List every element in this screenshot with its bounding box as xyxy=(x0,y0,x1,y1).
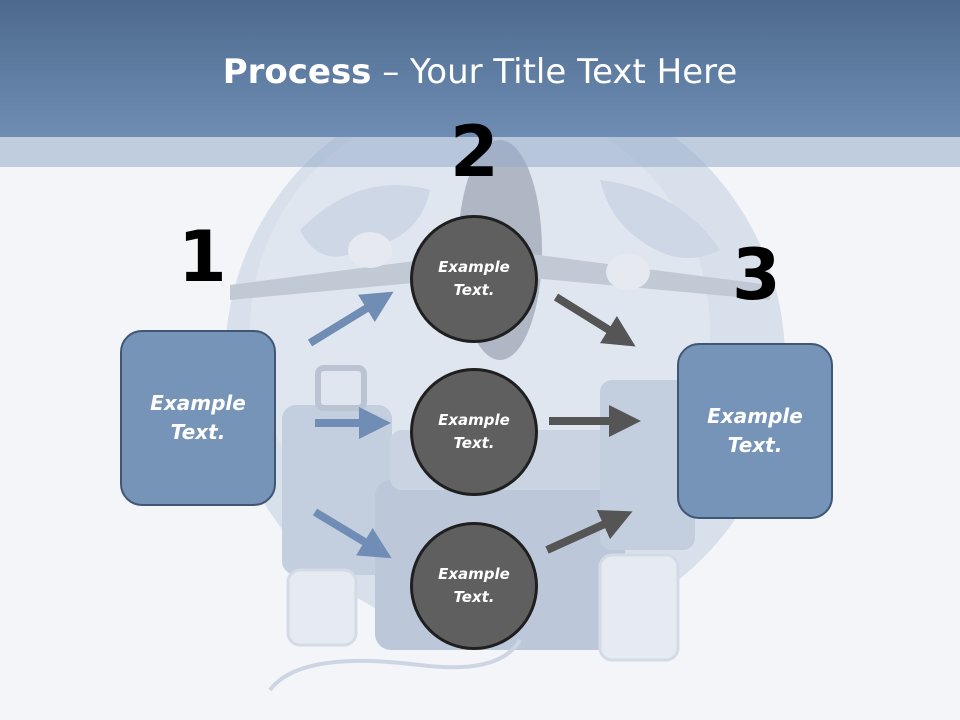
title-bar xyxy=(0,0,960,137)
step-3-box: Example Text. xyxy=(677,343,833,519)
circle-middle-line1: Example xyxy=(438,411,510,429)
circle-middle-line2: Text. xyxy=(453,434,495,452)
arrow-from-circle-bottom xyxy=(545,509,633,554)
slide-title: Process – Your Title Text Here xyxy=(0,52,960,92)
circle-middle: Example Text. xyxy=(410,368,538,496)
step-1-box: Example Text. xyxy=(120,330,276,506)
arrow-to-circle-bottom xyxy=(312,508,392,559)
step-number-1: 1 xyxy=(178,216,227,298)
title-rest: – Your Title Text Here xyxy=(371,52,738,92)
circle-top: Example Text. xyxy=(410,215,538,343)
step-number-2: 2 xyxy=(450,111,499,193)
step-number-3: 3 xyxy=(732,234,781,316)
circle-bottom-line2: Text. xyxy=(453,588,495,606)
arrow-from-circle-top xyxy=(553,293,636,347)
circle-bottom-line1: Example xyxy=(438,565,510,583)
step-3-text-line2: Text. xyxy=(727,433,783,457)
step-1-text-line2: Text. xyxy=(170,420,226,444)
title-band xyxy=(0,137,960,167)
title-bold: Process xyxy=(222,52,372,92)
arrow-to-circle-top xyxy=(307,291,394,347)
step-1-text-line1: Example xyxy=(150,391,246,415)
circle-top-line2: Text. xyxy=(453,281,495,299)
step-3-text-line1: Example xyxy=(707,404,803,428)
circle-bottom: Example Text. xyxy=(410,522,538,650)
circle-top-line1: Example xyxy=(438,258,510,276)
